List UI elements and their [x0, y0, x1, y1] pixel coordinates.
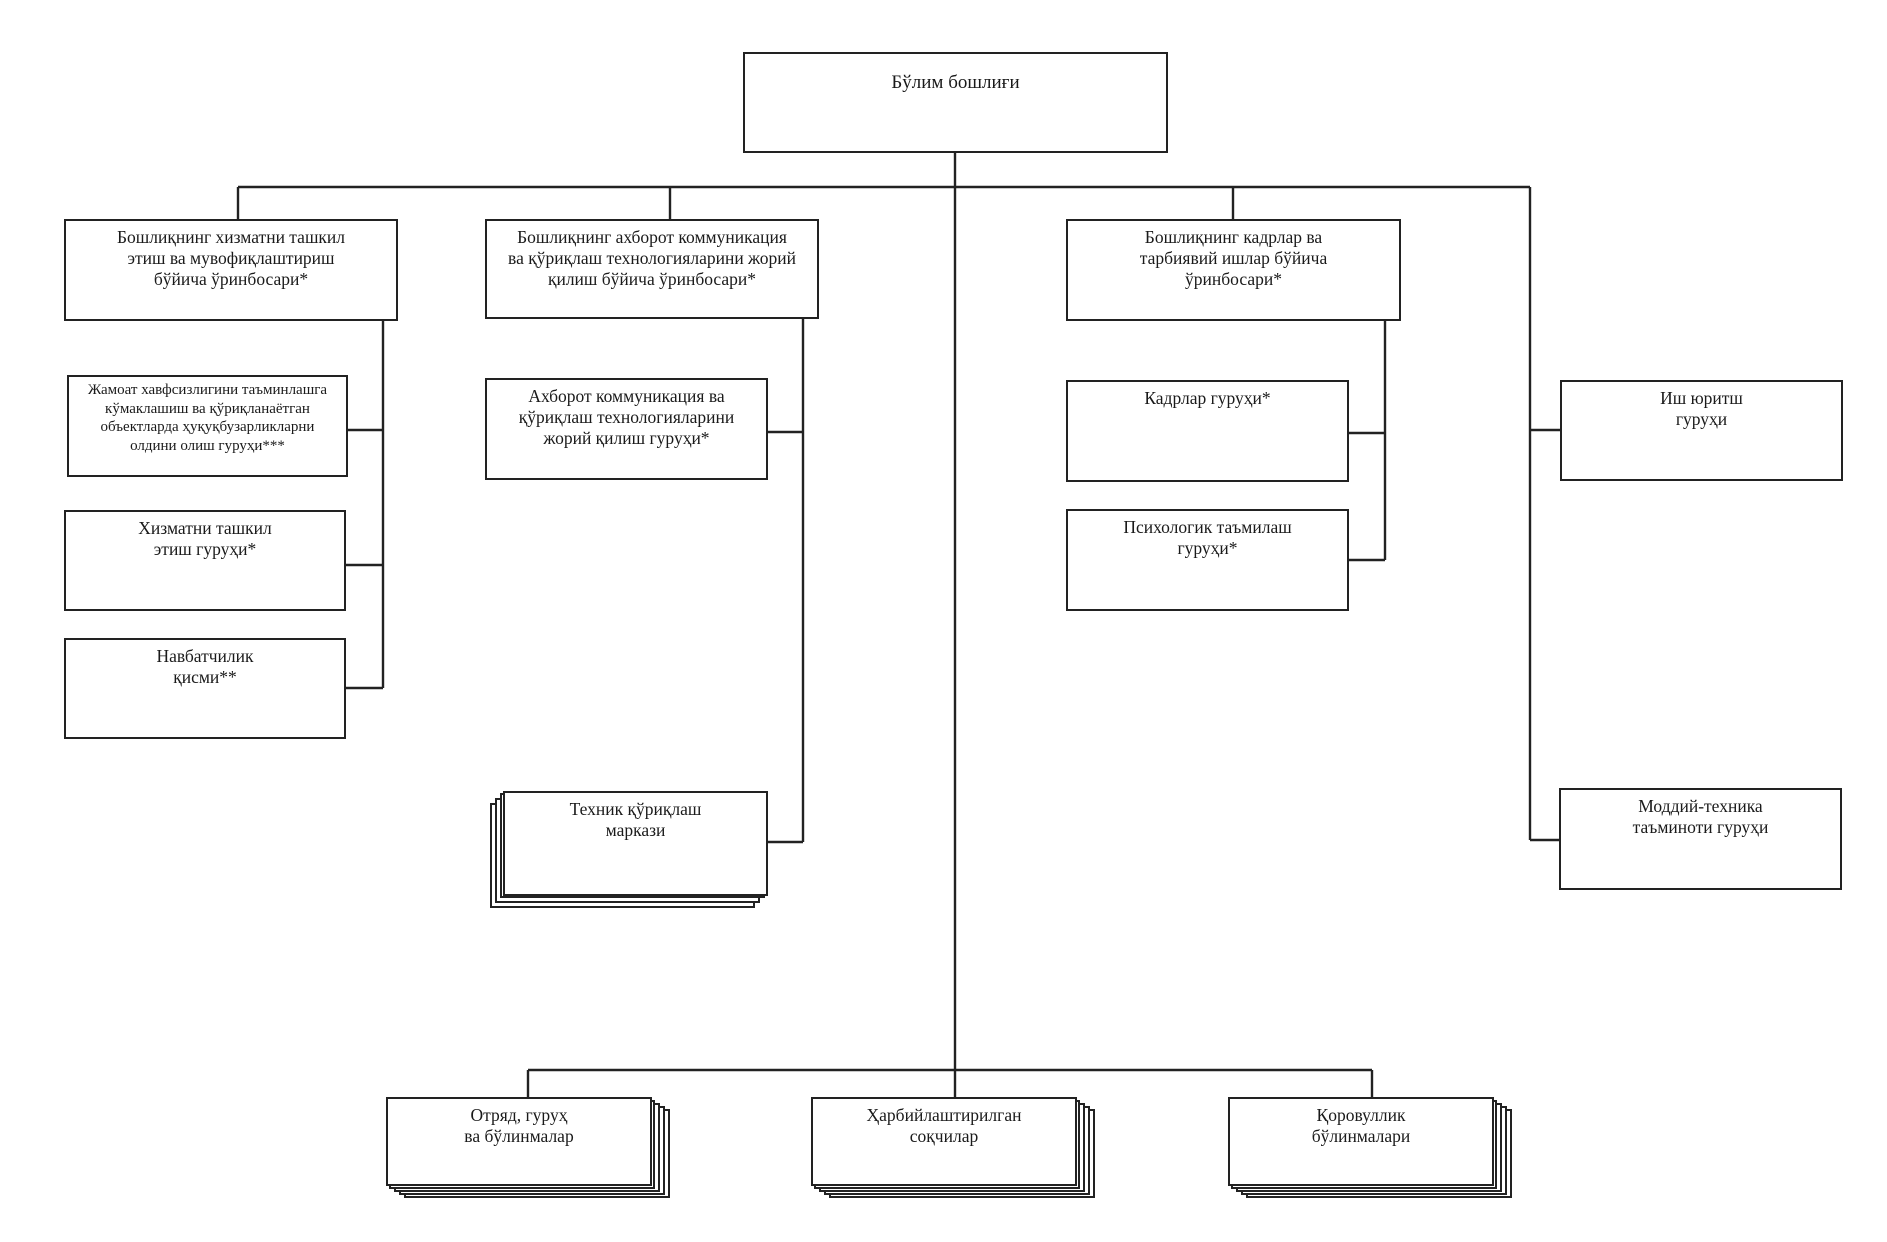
- deputy-personnel-box: Бошлиқнинг кадрлар ва тарбиявий ишлар бў…: [1066, 219, 1401, 321]
- deputy-service-box: Бошлиқнинг хизматни ташкил этиш ва мувоф…: [64, 219, 398, 321]
- office-group-box: Иш юритш гуруҳи: [1560, 380, 1843, 481]
- service-org-group-box: Хизматни ташкил этиш гуруҳи*: [64, 510, 346, 611]
- deputy-it-box: Бошлиқнинг ахборот коммуникация ва қўриқ…: [485, 219, 819, 319]
- tech-center-box: Техник қўриқлаш маркази: [503, 791, 768, 896]
- militarized-guards-box: Ҳарбийлаштирилган соқчилар: [811, 1097, 1077, 1186]
- public-safety-group-box: Жамоат хавфсизлигини таъминлашга кўмакла…: [67, 375, 348, 477]
- personnel-group-box: Кадрлар гуруҳи*: [1066, 380, 1349, 482]
- logistics-group-box: Моддий-техника таъминоти гуруҳи: [1559, 788, 1842, 890]
- psych-group-box: Психологик таъмилаш гуруҳи*: [1066, 509, 1349, 611]
- detachment-units-box: Отряд, гуруҳ ва бўлинмалар: [386, 1097, 652, 1186]
- head-box: Бўлим бошлиғи: [743, 52, 1168, 153]
- it-group-box: Ахборот коммуникация ва қўриқлаш техноло…: [485, 378, 768, 480]
- duty-unit-box: Навбатчилик қисми**: [64, 638, 346, 739]
- guard-units-box: Қоровуллик бўлинмалари: [1228, 1097, 1494, 1186]
